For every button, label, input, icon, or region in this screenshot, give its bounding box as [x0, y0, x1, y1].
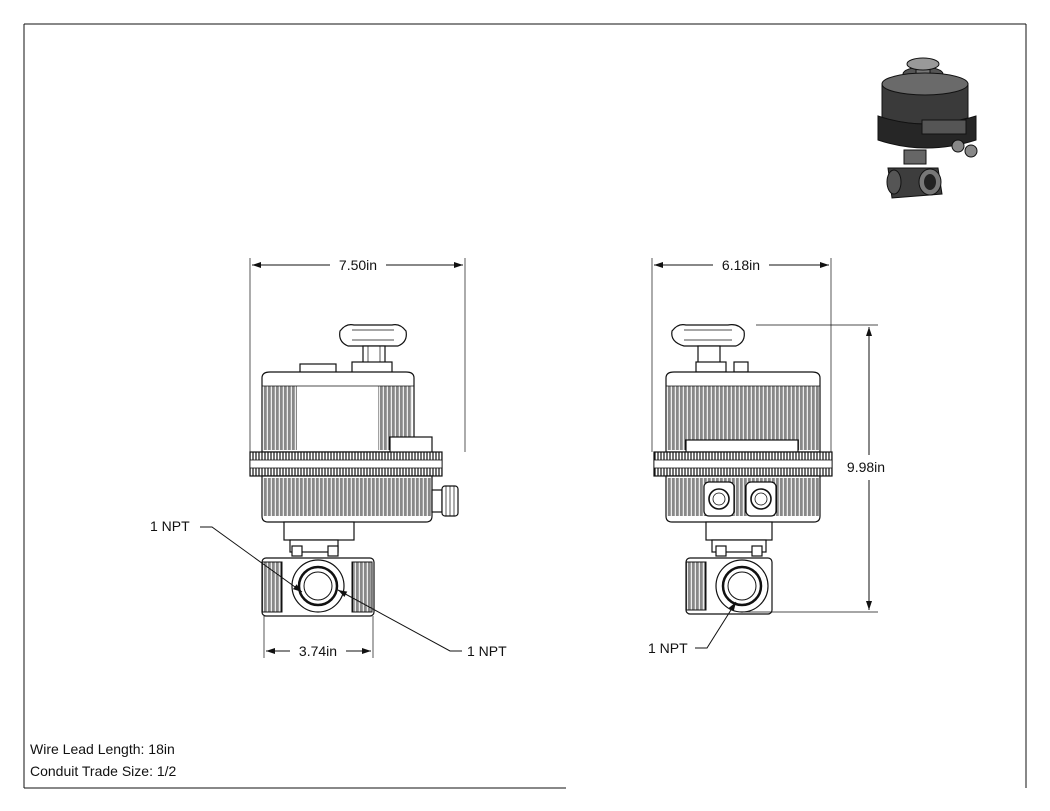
- conduit-note: Conduit Trade Size: 1/2: [30, 763, 177, 779]
- dimension-front-width: 7.50in: [249, 257, 466, 452]
- front-inlet-label: 1 NPT: [150, 518, 190, 534]
- front-width-label: 7.50in: [339, 257, 377, 273]
- side-view-drawing: [653, 324, 833, 615]
- overall-height-label: 9.98in: [847, 459, 885, 475]
- valve-length-label: 3.74in: [299, 643, 337, 659]
- front-view-drawing: [249, 324, 459, 617]
- side-width-label: 6.18in: [722, 257, 760, 273]
- dimension-valve-length: 3.74in: [263, 616, 374, 659]
- callout-front-outlet: 1 NPT: [337, 589, 507, 659]
- front-outlet-label: 1 NPT: [467, 643, 507, 659]
- dimension-overall-height: 9.98in: [744, 324, 885, 613]
- isometric-actuator-thumbnail: [877, 57, 978, 199]
- callout-side-port: 1 NPT: [648, 601, 737, 656]
- wire-lead-note: Wire Lead Length: 18in: [30, 741, 175, 757]
- callout-front-inlet: 1 NPT: [150, 518, 303, 593]
- sheet-border: [23, 23, 1027, 789]
- dimension-side-width: 6.18in: [651, 257, 832, 452]
- side-port-label: 1 NPT: [648, 640, 688, 656]
